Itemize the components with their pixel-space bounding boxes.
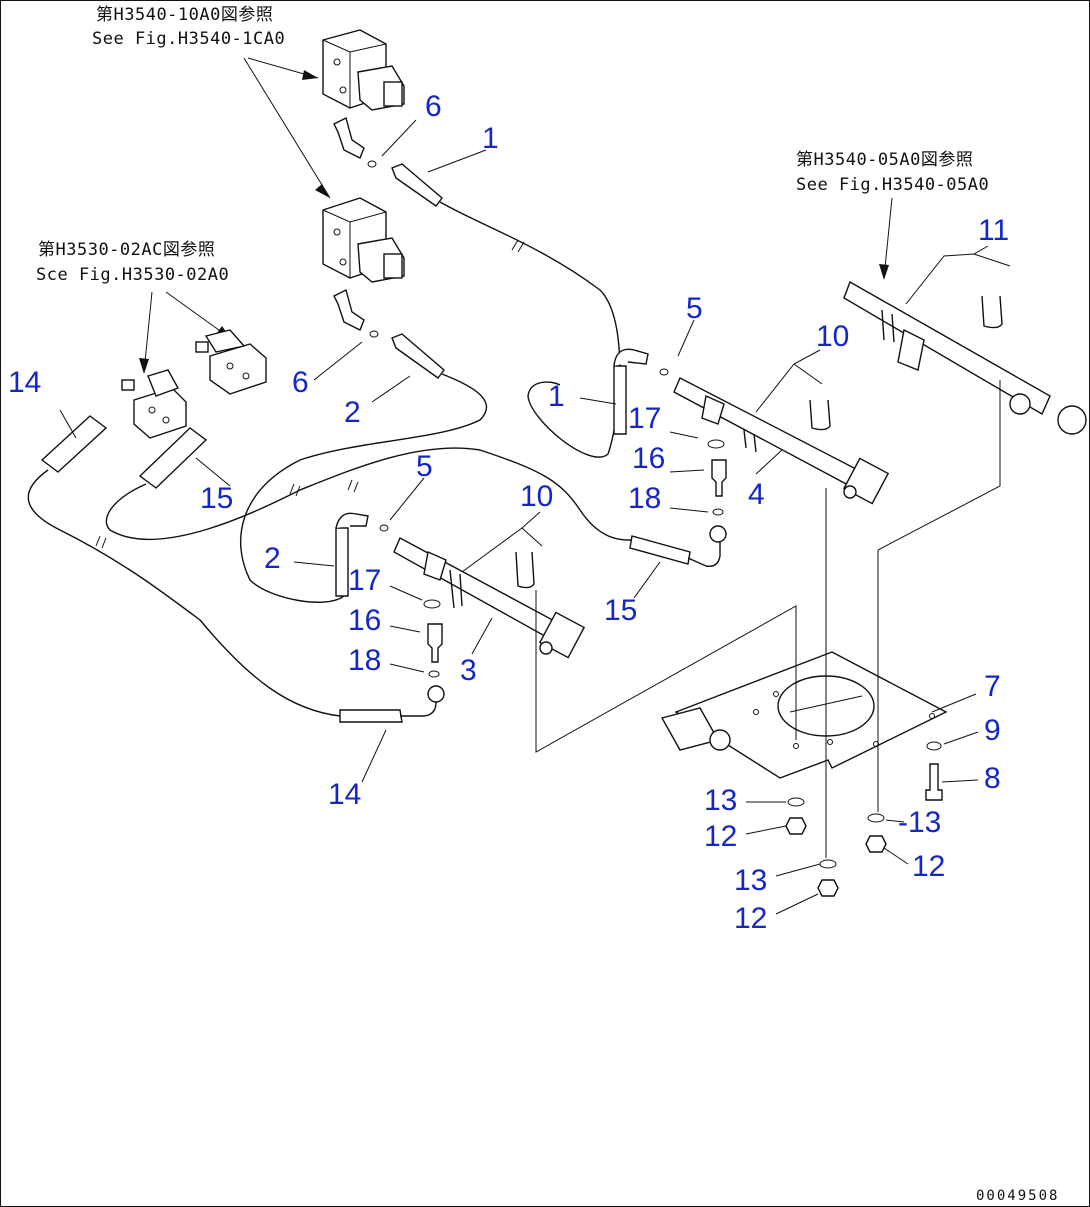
u-clamps-10 [449,295,1003,609]
callout-2-lower: 2 [264,542,281,575]
fittings-16-17-18-right [707,439,727,516]
callout-10-left: 10 [520,480,553,513]
ref-right-jp: 第H3540-05A0図参照 [796,150,973,170]
callout-5-left: 5 [416,450,433,483]
hose-14-left [27,415,341,717]
callout-12-b: 12 [912,850,945,883]
callout-6-lower: 6 [292,366,309,399]
callout-7: 7 [984,670,1001,703]
callout-14-left: 14 [8,366,41,399]
hose-2-upper [239,333,488,603]
hose-1-lower [613,348,669,435]
callout-10-right: 10 [816,320,849,353]
callout-9: 9 [984,714,1001,747]
fittings-16-17-18-left [423,599,443,678]
callout-15-left: 15 [200,482,233,515]
bolt-washer-nut-hardware [785,741,943,897]
tube-11 [843,280,1087,435]
callout-13-b: -13 [898,806,941,839]
callout-2-upper: 2 [344,396,361,429]
callout-11: 11 [978,214,1009,247]
callout-3: 3 [460,654,477,687]
ref-left-jp: 第H3530-02AC図参照 [38,240,215,260]
callout-14-lower: 14 [328,778,361,811]
hose-1-upper [391,163,621,458]
callout-15-right: 15 [604,594,637,627]
callout-numbers: 6 1 5 10 11 6 2 1 17 16 4 18 14 15 5 10 … [8,90,1009,935]
callout-leaders [59,119,1011,915]
callout-12-c: 12 [734,902,767,935]
tube-4 [673,377,890,505]
drawing-code: 00049508 [976,1188,1059,1204]
ref-right-en: See Fig.H3540-05A0 [796,175,989,195]
hose-15-right [629,525,727,567]
left-valve-assembly [121,329,267,439]
top-ref-arrows [243,57,331,199]
callout-6-upper: 6 [425,90,442,123]
callout-4: 4 [748,478,765,511]
o-ring-6-lower [369,330,379,338]
right-ref-arrow [879,197,893,280]
callout-16-left: 16 [348,604,381,637]
callout-16-right: 16 [632,442,665,475]
ref-top-en: See Fig.H3540-1CA0 [92,29,285,49]
hose-14-lower [339,685,445,723]
callout-12-a: 12 [704,820,737,853]
solenoid-valve-upper [322,29,405,111]
callout-1-lower: 1 [548,380,565,413]
hose-2-lower [335,512,389,597]
ref-top-jp: 第H3540-10A0図参照 [96,5,273,25]
callout-13-c: 13 [734,864,767,897]
tube-3 [393,537,586,659]
callout-5-right: 5 [686,292,703,325]
callout-13-a: 13 [704,784,737,817]
callout-18-left: 18 [348,644,381,677]
callout-8: 8 [984,762,1001,795]
callout-18-right: 18 [628,482,661,515]
solenoid-valve-lower [322,197,405,283]
elbow-fitting-lower [333,288,365,331]
ref-left-en: Sce Fig.H3530-02A0 [36,265,229,285]
leader-lines-assembly [535,380,1001,858]
elbow-fitting-upper [333,116,365,159]
callout-17-right: 17 [628,402,661,435]
callout-17-left: 17 [348,564,381,597]
o-ring-6-upper [367,160,377,168]
plate-7 [660,651,948,779]
hose-15-left [105,427,633,541]
callout-1-upper: 1 [482,122,499,155]
